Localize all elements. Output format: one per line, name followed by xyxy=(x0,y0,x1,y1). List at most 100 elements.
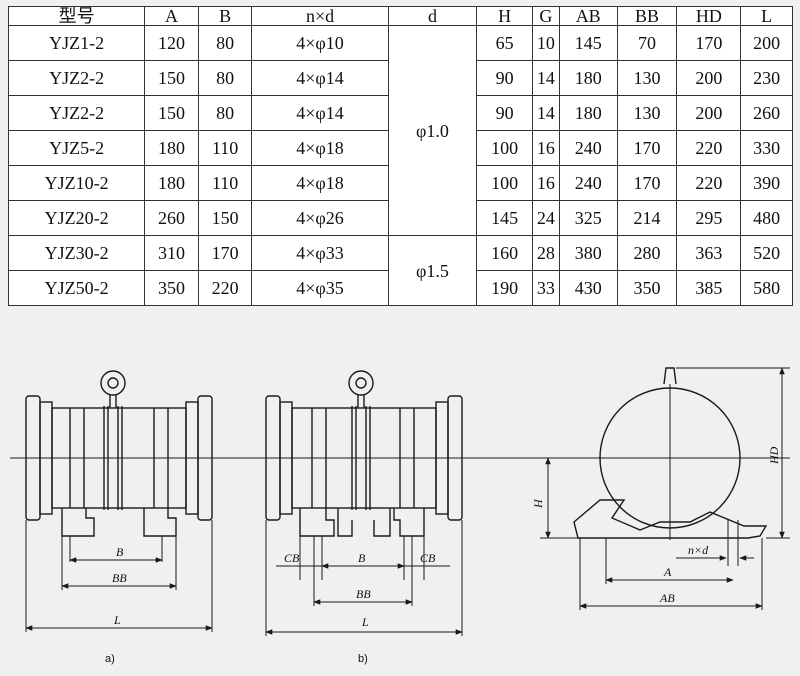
table-cell: 430 xyxy=(558,270,618,306)
dim-label-bb-b: BB xyxy=(356,587,371,601)
table-cell: YJZ5-2 xyxy=(7,130,146,166)
dim-label-l-a: L xyxy=(113,613,121,627)
table-cell: 28 xyxy=(532,235,560,271)
dim-label-bb-a: BB xyxy=(112,571,127,585)
table-cell: 325 xyxy=(558,200,618,236)
dim-label-nxd: n×d xyxy=(688,543,709,557)
table-cell: 350 xyxy=(616,270,678,306)
header-nxd: n×d xyxy=(251,6,389,26)
dim-label-b-a: B xyxy=(116,545,124,559)
table-cell: 240 xyxy=(558,165,618,201)
table-cell: 130 xyxy=(616,60,678,96)
table-cell: 170 xyxy=(197,235,253,271)
header-h: H xyxy=(476,6,533,26)
front-view-b xyxy=(265,370,463,636)
header-b: B xyxy=(197,6,253,26)
header-model: 型号 xyxy=(7,6,146,26)
table-cell: 145 xyxy=(558,25,618,61)
table-cell: YJZ30-2 xyxy=(7,235,146,271)
table-cell: 4×φ18 xyxy=(251,165,389,201)
table-cell: 520 xyxy=(740,235,793,271)
table-cell: 260 xyxy=(144,200,199,236)
table-cell: 4×φ14 xyxy=(251,95,389,131)
table-cell: 350 xyxy=(144,270,199,306)
dim-label-hd: HD xyxy=(767,446,781,465)
table-cell: 200 xyxy=(676,60,742,96)
header-hd: HD xyxy=(676,6,742,26)
table-cell: 170 xyxy=(616,165,678,201)
table-cell: 4×φ10 xyxy=(251,25,389,61)
table-cell: 80 xyxy=(197,95,253,131)
table-cell: 260 xyxy=(740,95,793,131)
table-cell: 330 xyxy=(740,130,793,166)
table-cell: YJZ2-2 xyxy=(7,60,146,96)
table-cell: 4×φ33 xyxy=(251,235,389,271)
table-cell: 110 xyxy=(197,130,253,166)
table-cell: 220 xyxy=(676,130,742,166)
caption-a: a) xyxy=(105,653,115,665)
table-cell: 200 xyxy=(740,25,793,61)
table-cell: 16 xyxy=(532,165,560,201)
table-cell: 150 xyxy=(197,200,253,236)
table-cell: 180 xyxy=(558,95,618,131)
lifting-eye-icon xyxy=(100,370,126,396)
table-cell: 380 xyxy=(558,235,618,271)
dim-label-cb-left: CB xyxy=(284,551,300,565)
table-cell: 480 xyxy=(740,200,793,236)
side-view xyxy=(540,367,790,610)
header-ab: AB xyxy=(558,6,618,26)
table-cell: 170 xyxy=(676,25,742,61)
table-cell: 4×φ26 xyxy=(251,200,389,236)
table-cell: 90 xyxy=(476,60,533,96)
table-cell: 100 xyxy=(476,165,533,201)
table-cell: 580 xyxy=(740,270,793,306)
table-cell: 65 xyxy=(476,25,533,61)
front-view-a xyxy=(25,370,213,632)
dim-label-h: H xyxy=(531,498,545,509)
table-cell: 180 xyxy=(558,60,618,96)
table-cell: YJZ50-2 xyxy=(7,270,146,306)
table-cell: 4×φ35 xyxy=(251,270,389,306)
table-cell: 170 xyxy=(616,130,678,166)
table-cell: 180 xyxy=(144,165,199,201)
table-cell: YJZ1-2 xyxy=(7,25,146,61)
dim-label-ab: AB xyxy=(659,591,675,605)
table-cell: 214 xyxy=(616,200,678,236)
table-cell: 70 xyxy=(616,25,678,61)
header-d: d xyxy=(387,6,478,26)
table-cell: 295 xyxy=(676,200,742,236)
table-cell: 80 xyxy=(197,60,253,96)
table-cell: 150 xyxy=(144,95,199,131)
table-cell: 24 xyxy=(532,200,560,236)
table-cell: YJZ2-2 xyxy=(7,95,146,131)
dim-label-cb-right: CB xyxy=(420,551,436,565)
table-cell: 190 xyxy=(476,270,533,306)
table-cell: 220 xyxy=(676,165,742,201)
table-header-row: 型号 A B n×d d H G AB BB HD L xyxy=(7,6,793,26)
table-cell: 100 xyxy=(476,130,533,166)
table-cell: 220 xyxy=(197,270,253,306)
table-cell: 180 xyxy=(144,130,199,166)
table-cell: 310 xyxy=(144,235,199,271)
table-cell: YJZ20-2 xyxy=(7,200,146,236)
table-cell-d-merged: φ1.0 xyxy=(387,25,478,236)
table-cell: 14 xyxy=(532,95,560,131)
table-cell: 385 xyxy=(676,270,742,306)
table-cell: 280 xyxy=(616,235,678,271)
dim-label-l-b: L xyxy=(361,615,369,629)
table-cell: 10 xyxy=(532,25,560,61)
table-cell: 4×φ18 xyxy=(251,130,389,166)
table-cell: YJZ10-2 xyxy=(7,165,146,201)
table-cell: 120 xyxy=(144,25,199,61)
table-cell: 145 xyxy=(476,200,533,236)
table-cell: 240 xyxy=(558,130,618,166)
table-cell: 16 xyxy=(532,130,560,166)
header-a: A xyxy=(144,6,199,26)
